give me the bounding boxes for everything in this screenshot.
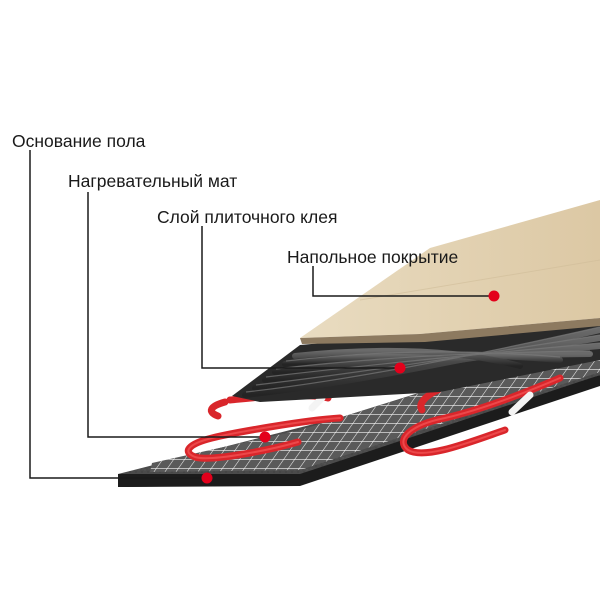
floor-covering-layer: [300, 200, 600, 344]
marker-dot-heating-mat: [259, 431, 271, 443]
marker-dot-tile-adhesive: [394, 362, 406, 374]
label-floor-base: Основание пола: [12, 131, 146, 151]
marker-dot-floor-covering: [488, 290, 500, 302]
label-tile-adhesive: Слой плиточного клея: [157, 207, 338, 227]
leader-line-heating-mat: [87, 192, 265, 438]
leader-line-tile-adhesive: [201, 226, 400, 369]
leader-line-floor-covering: [312, 266, 494, 297]
label-floor-covering: Напольное покрытие: [287, 247, 459, 267]
leader-lines: [29, 150, 494, 479]
marker-dot-floor-base: [201, 472, 213, 484]
label-heating-mat: Нагревательный мат: [68, 171, 238, 191]
leader-line-floor-base: [29, 150, 207, 479]
marker-dots: [201, 290, 500, 484]
